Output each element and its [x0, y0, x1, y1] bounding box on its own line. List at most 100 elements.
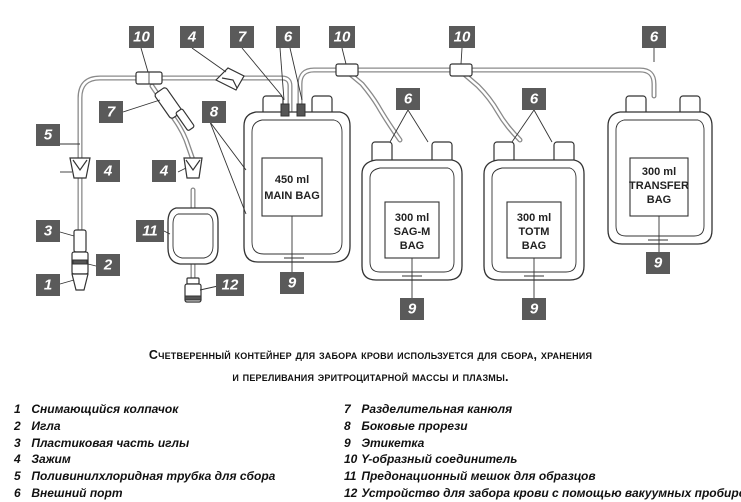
svg-text:12: 12 [222, 277, 239, 294]
callout-9-main: 9 [280, 272, 304, 294]
totm-label-line1: 300 ml [517, 212, 551, 224]
svg-text:6: 6 [650, 29, 659, 46]
main-bag-label-line1: 450 ml [275, 174, 309, 186]
callout-3: 3 [36, 220, 60, 242]
legend-text: Устройство для забора крови с помощью ва… [358, 485, 741, 500]
breakable-cannula [154, 87, 195, 131]
callout-6-totm: 6 [522, 88, 546, 110]
legend-number: 1 [14, 402, 21, 416]
legend-number: 8 [344, 418, 351, 433]
callout-1: 1 [36, 274, 60, 296]
legend-text: Внешний порт [28, 485, 123, 500]
legend-item: 2 Игла [14, 418, 275, 435]
callout-4-left: 4 [96, 160, 120, 182]
legend-number: 7 [344, 402, 351, 416]
clamp-top [214, 67, 245, 91]
diagram-caption: Счетверенный контейнер для забора крови … [0, 344, 741, 388]
legend-number: 10 [344, 452, 358, 467]
callout-6-main: 6 [276, 26, 300, 48]
legend-text: Разделительная канюля [358, 402, 513, 416]
tubing [77, 67, 657, 283]
svg-text:4: 4 [103, 163, 113, 180]
callout-9-transfer: 9 [646, 252, 670, 274]
sag-m-label-line3: BAG [400, 240, 424, 252]
legend-item: 7 Разделительная канюля [344, 401, 741, 418]
transfer-bag: 300 ml TRANSFER BAG [607, 95, 713, 245]
clamp-left [69, 157, 91, 179]
totm-label-line3: BAG [522, 240, 546, 252]
main-bag-label-line2: MAIN BAG [264, 190, 320, 202]
callout-12: 12 [216, 274, 244, 296]
totm-bag: 300 ml TOTM BAG [483, 141, 585, 281]
callout-6-transfer: 6 [642, 26, 666, 48]
legend-number: 12 [344, 485, 358, 500]
svg-text:9: 9 [530, 301, 539, 318]
callout-9-sagm: 9 [400, 298, 424, 320]
callout-5: 5 [36, 124, 60, 146]
y-connectors [135, 63, 473, 85]
legend-item: 4 Зажим [14, 451, 275, 468]
legend-text: Пластиковая часть иглы [28, 435, 190, 450]
caption-line-1: Счетверенный контейнер для забора крови … [148, 348, 593, 362]
sample-pouch [167, 207, 219, 265]
legend-text: Поливинилхлоридная трубка для сбора [28, 469, 276, 484]
svg-text:1: 1 [44, 277, 52, 294]
legend-item: 3 Пластиковая часть иглы [14, 435, 275, 452]
callout-7-top: 7 [230, 26, 254, 48]
legend-number: 2 [14, 418, 21, 433]
legend-text: Этикетка [358, 435, 425, 450]
legend-item: 6 Внешний порт [14, 485, 275, 502]
callout-10-middle: 10 [329, 26, 355, 48]
svg-text:9: 9 [288, 275, 297, 292]
needle-assembly [71, 229, 89, 291]
callout-11: 11 [136, 220, 164, 242]
legend-number: 11 [344, 469, 357, 484]
svg-text:10: 10 [454, 29, 471, 46]
callout-4-middle: 4 [152, 160, 176, 182]
legend-item: 9 Этикетка [344, 435, 741, 452]
legend-item: 11 Предонационный мешок для образцов [344, 468, 741, 485]
svg-text:4: 4 [187, 29, 197, 46]
svg-text:3: 3 [44, 223, 53, 240]
callout-4-top: 4 [180, 26, 204, 48]
transfer-label-line3: BAG [647, 194, 671, 206]
legend-number: 5 [14, 469, 21, 484]
transfer-label-line2: TRANSFER [629, 180, 689, 192]
svg-text:7: 7 [238, 29, 247, 46]
legend-text: Y-образный соединитель [358, 452, 518, 467]
legend-number: 9 [344, 435, 351, 450]
svg-text:6: 6 [404, 91, 413, 108]
legend-number: 6 [14, 485, 21, 500]
totm-label-line2: TOTM [519, 226, 550, 238]
callout-6-sagm: 6 [396, 88, 420, 110]
svg-text:5: 5 [44, 127, 53, 144]
svg-text:10: 10 [133, 29, 150, 46]
main-bag: 450 ml MAIN BAG [243, 95, 351, 263]
vacuum-tube-holder [184, 277, 202, 303]
legend-text: Боковые прорези [358, 418, 468, 433]
legend-item: 5 Поливинилхлоридная трубка для сбора [14, 468, 275, 485]
transfer-label-line1: 300 ml [642, 166, 676, 178]
sag-m-label-line1: 300 ml [395, 212, 429, 224]
legend-text: Игла [28, 418, 61, 433]
svg-text:10: 10 [334, 29, 351, 46]
sag-m-bag: 300 ml SAG-M BAG [361, 141, 463, 281]
callout-9-totm: 9 [522, 298, 546, 320]
legend-item: 10 Y-образный соединитель [344, 451, 741, 468]
blood-bag-diagram: 450 ml MAIN BAG 300 ml SAG-M BAG 300 ml … [36, 26, 713, 320]
legend-number: 3 [14, 435, 21, 450]
callout-7-middle: 7 [99, 101, 123, 123]
leader-lines [59, 47, 660, 298]
sag-m-label-line2: SAG-M [394, 226, 431, 238]
svg-text:4: 4 [159, 163, 169, 180]
callout-8: 8 [202, 101, 226, 123]
svg-text:6: 6 [530, 91, 539, 108]
legend-text: Снимающийся колпачок [28, 402, 179, 416]
svg-text:9: 9 [408, 301, 417, 318]
svg-text:8: 8 [210, 104, 219, 121]
svg-text:9: 9 [654, 255, 663, 272]
clamp-middle [183, 157, 203, 179]
callout-2: 2 [96, 254, 120, 276]
